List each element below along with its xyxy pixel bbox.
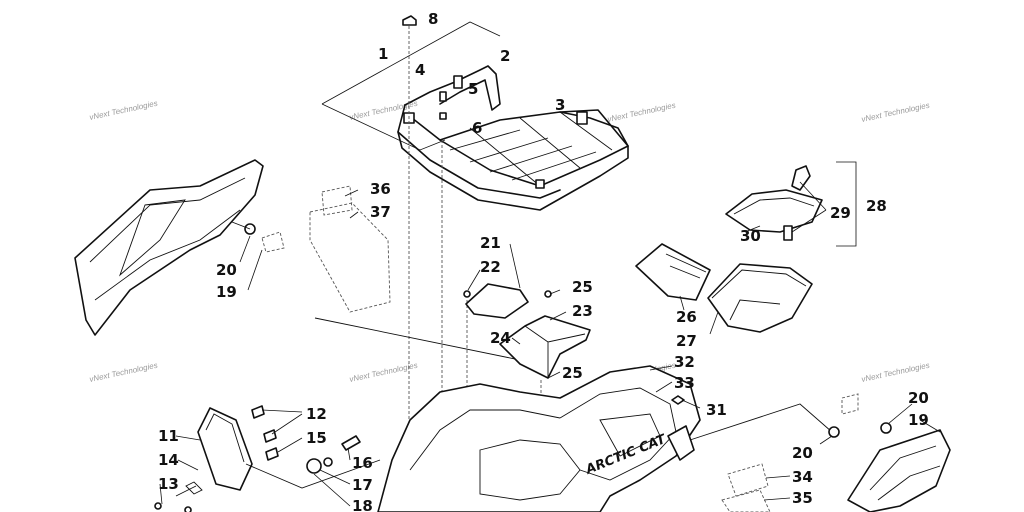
callout-16: 16	[352, 454, 373, 472]
callout-6: 6	[472, 119, 482, 137]
callout-14: 14	[158, 451, 179, 469]
callout-33: 33	[674, 374, 695, 392]
callout-1: 1	[378, 45, 388, 63]
callout-20: 20	[792, 444, 813, 462]
callout-30: 30	[740, 227, 761, 245]
callout-28: 28	[866, 197, 887, 215]
watermark: vNext Technologies	[861, 361, 931, 384]
callout-26: 26	[676, 308, 697, 326]
callout-11: 11	[158, 427, 179, 445]
callout-25: 25	[572, 278, 593, 296]
callout-12: 12	[306, 405, 327, 423]
callout-31: 31	[706, 401, 727, 419]
watermark: vNext Technologies	[607, 101, 677, 124]
callout-22: 22	[480, 258, 501, 276]
callout-2: 2	[500, 47, 510, 65]
left-side-panel	[74, 159, 285, 336]
callout-36: 36	[370, 180, 391, 198]
callout-20: 20	[908, 389, 929, 407]
callout-27: 27	[676, 332, 697, 350]
callout-3: 3	[555, 96, 565, 114]
callout-25: 25	[562, 364, 583, 382]
callout-17: 17	[352, 476, 373, 494]
callout-18: 18	[352, 497, 373, 512]
toolbox-lid	[725, 161, 857, 247]
callout-37: 37	[370, 203, 391, 221]
decals-34-35	[721, 463, 791, 512]
callout-32: 32	[674, 353, 695, 371]
right-side-panel	[819, 393, 951, 512]
decals-36-37	[309, 185, 521, 361]
callout-19: 19	[908, 411, 929, 429]
callout-24: 24	[490, 329, 511, 347]
watermark: vNext Technologies	[89, 99, 159, 122]
callout-35: 35	[792, 489, 813, 507]
callout-15: 15	[306, 429, 327, 447]
callout-19: 19	[216, 283, 237, 301]
callout-8: 8	[428, 10, 438, 28]
callout-13: 13	[158, 475, 179, 493]
watermark: vNext Technologies	[349, 361, 419, 384]
callout-4: 4	[415, 61, 425, 79]
callout-23: 23	[572, 302, 593, 320]
center-cover-parts	[463, 243, 591, 379]
callout-29: 29	[830, 204, 851, 222]
storage-box	[635, 243, 813, 335]
tail-light-assembly	[154, 405, 381, 512]
callout-5: 5	[468, 80, 478, 98]
watermark: vNext Technologies	[861, 101, 931, 124]
rear-fender-body: ARCTIC CAT	[377, 365, 833, 512]
watermark: vNext Technologies	[89, 361, 159, 384]
callout-numbers: 8 1 2 4 5 3 6 36 37 20 19 21 22 25 23 24…	[158, 10, 929, 512]
callout-20: 20	[216, 261, 237, 279]
callout-34: 34	[792, 468, 813, 486]
callout-21: 21	[480, 234, 501, 252]
